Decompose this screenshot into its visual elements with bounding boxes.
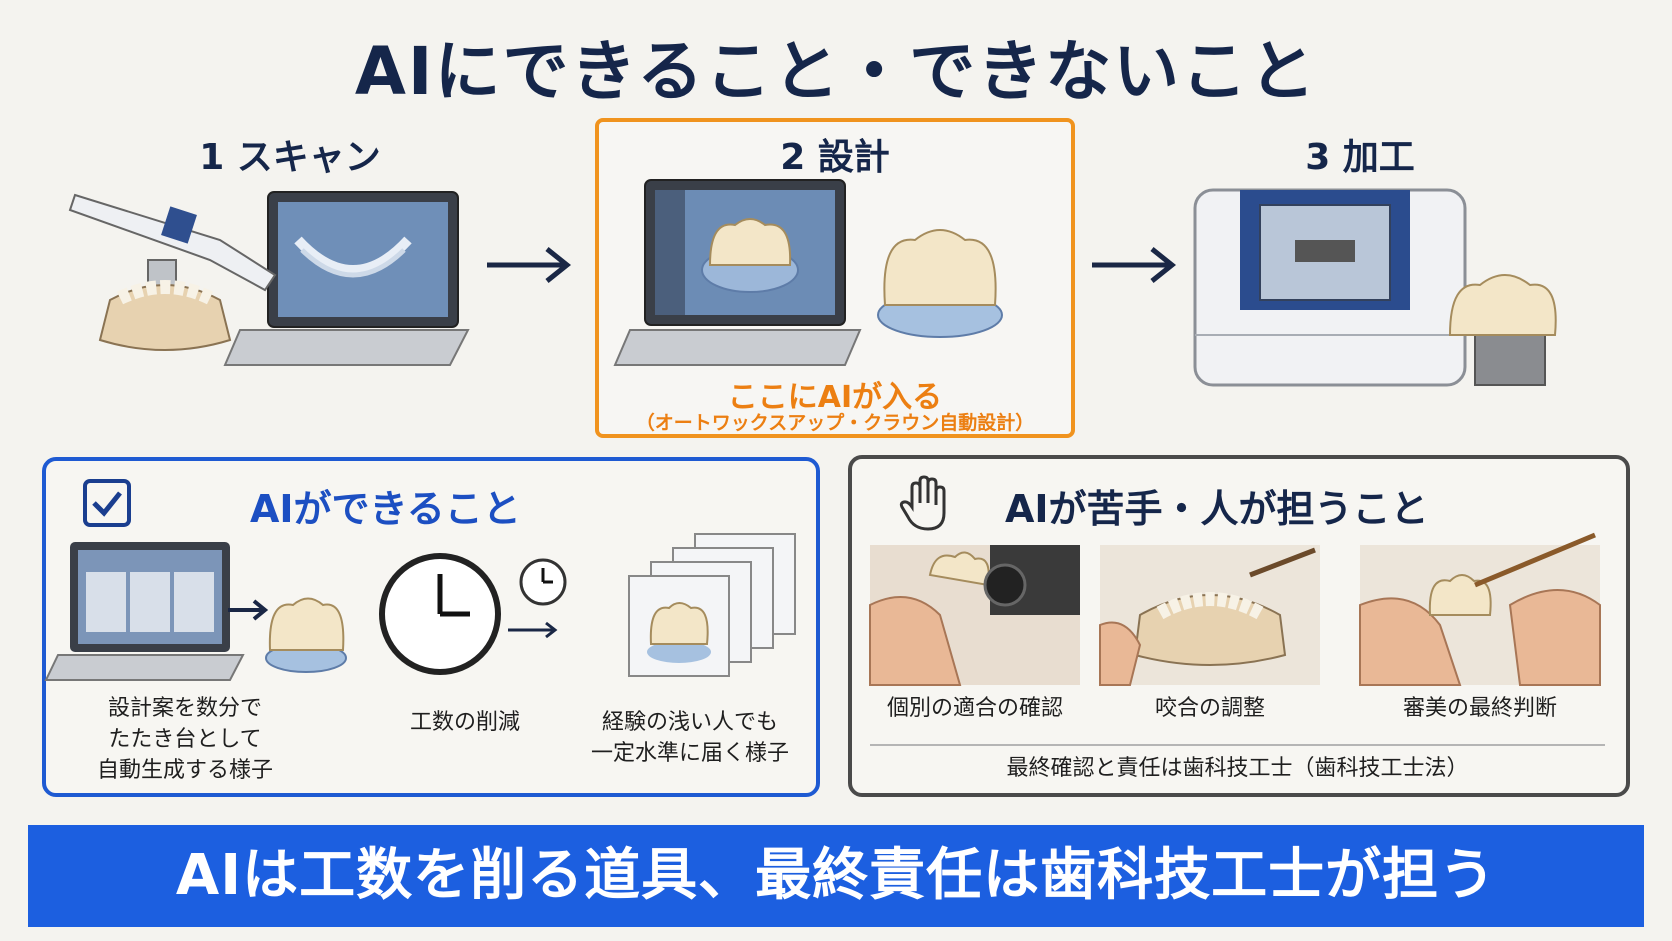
raised-hand-icon (899, 475, 946, 531)
crown-icon (701, 218, 799, 293)
crown-icon (1448, 274, 1557, 386)
cannot-item-aesthetic-caption: 審美の最終判断 (1402, 696, 1557, 721)
note-divider (870, 744, 1605, 746)
step-scan-label: 1 スキャン (199, 137, 381, 178)
ai-can-title: AIができること (250, 487, 521, 531)
flow-arrow-icon (1092, 247, 1177, 283)
can-item-auto-design-caption: 設計案を数分で たたき台として 自動生成する様子 (96, 696, 273, 783)
can-item-quality-caption: 経験の浅い人でも 一定水準に届く様子 (590, 710, 789, 766)
ai-entry-sublabel: （オートワックスアップ・クラウン自動設計） (635, 412, 1035, 434)
aesthetic-judgment-illustration (1359, 532, 1601, 686)
ai-cannot-title: AIが苦手・人が担うこと (1005, 487, 1429, 531)
checkbox-icon (83, 479, 131, 527)
step-design-label: 2 設計 (780, 137, 890, 178)
cannot-item-fit-caption: 個別の適合の確認 (886, 696, 1063, 721)
design-illustration (613, 179, 1003, 366)
laptop-icon (223, 191, 470, 366)
milling-machine-illustration (1193, 188, 1557, 387)
responsibility-note: 最終確認と責任は歯科技工士（歯科技工士法） (1006, 756, 1469, 781)
flow-arrow-icon (487, 247, 572, 283)
quality-cards-illustration (628, 533, 796, 677)
auto-design-illustration (44, 542, 347, 681)
scan-illustration (68, 191, 470, 366)
step-machining-label: 3 加工 (1305, 137, 1415, 178)
dental-model-icon (98, 280, 232, 351)
bottom-message-bar: AIは工数を削る道具、最終責任は歯科技工士が担う (28, 825, 1644, 927)
milling-machine-icon (1193, 188, 1467, 387)
clock-icon (379, 553, 567, 675)
cannot-item-occlusion-caption: 咬合の調整 (1154, 696, 1265, 721)
crown-icon (877, 229, 1003, 338)
occlusion-adjust-illustration (1099, 545, 1320, 686)
ai-entry-label: ここにAIが入る (727, 380, 943, 415)
page-title: AIにできること・できないこと (354, 33, 1318, 110)
fit-check-illustration (869, 545, 1080, 686)
intraoral-scanner-icon (68, 193, 277, 301)
can-item-workload-caption: 工数の削減 (409, 710, 520, 735)
